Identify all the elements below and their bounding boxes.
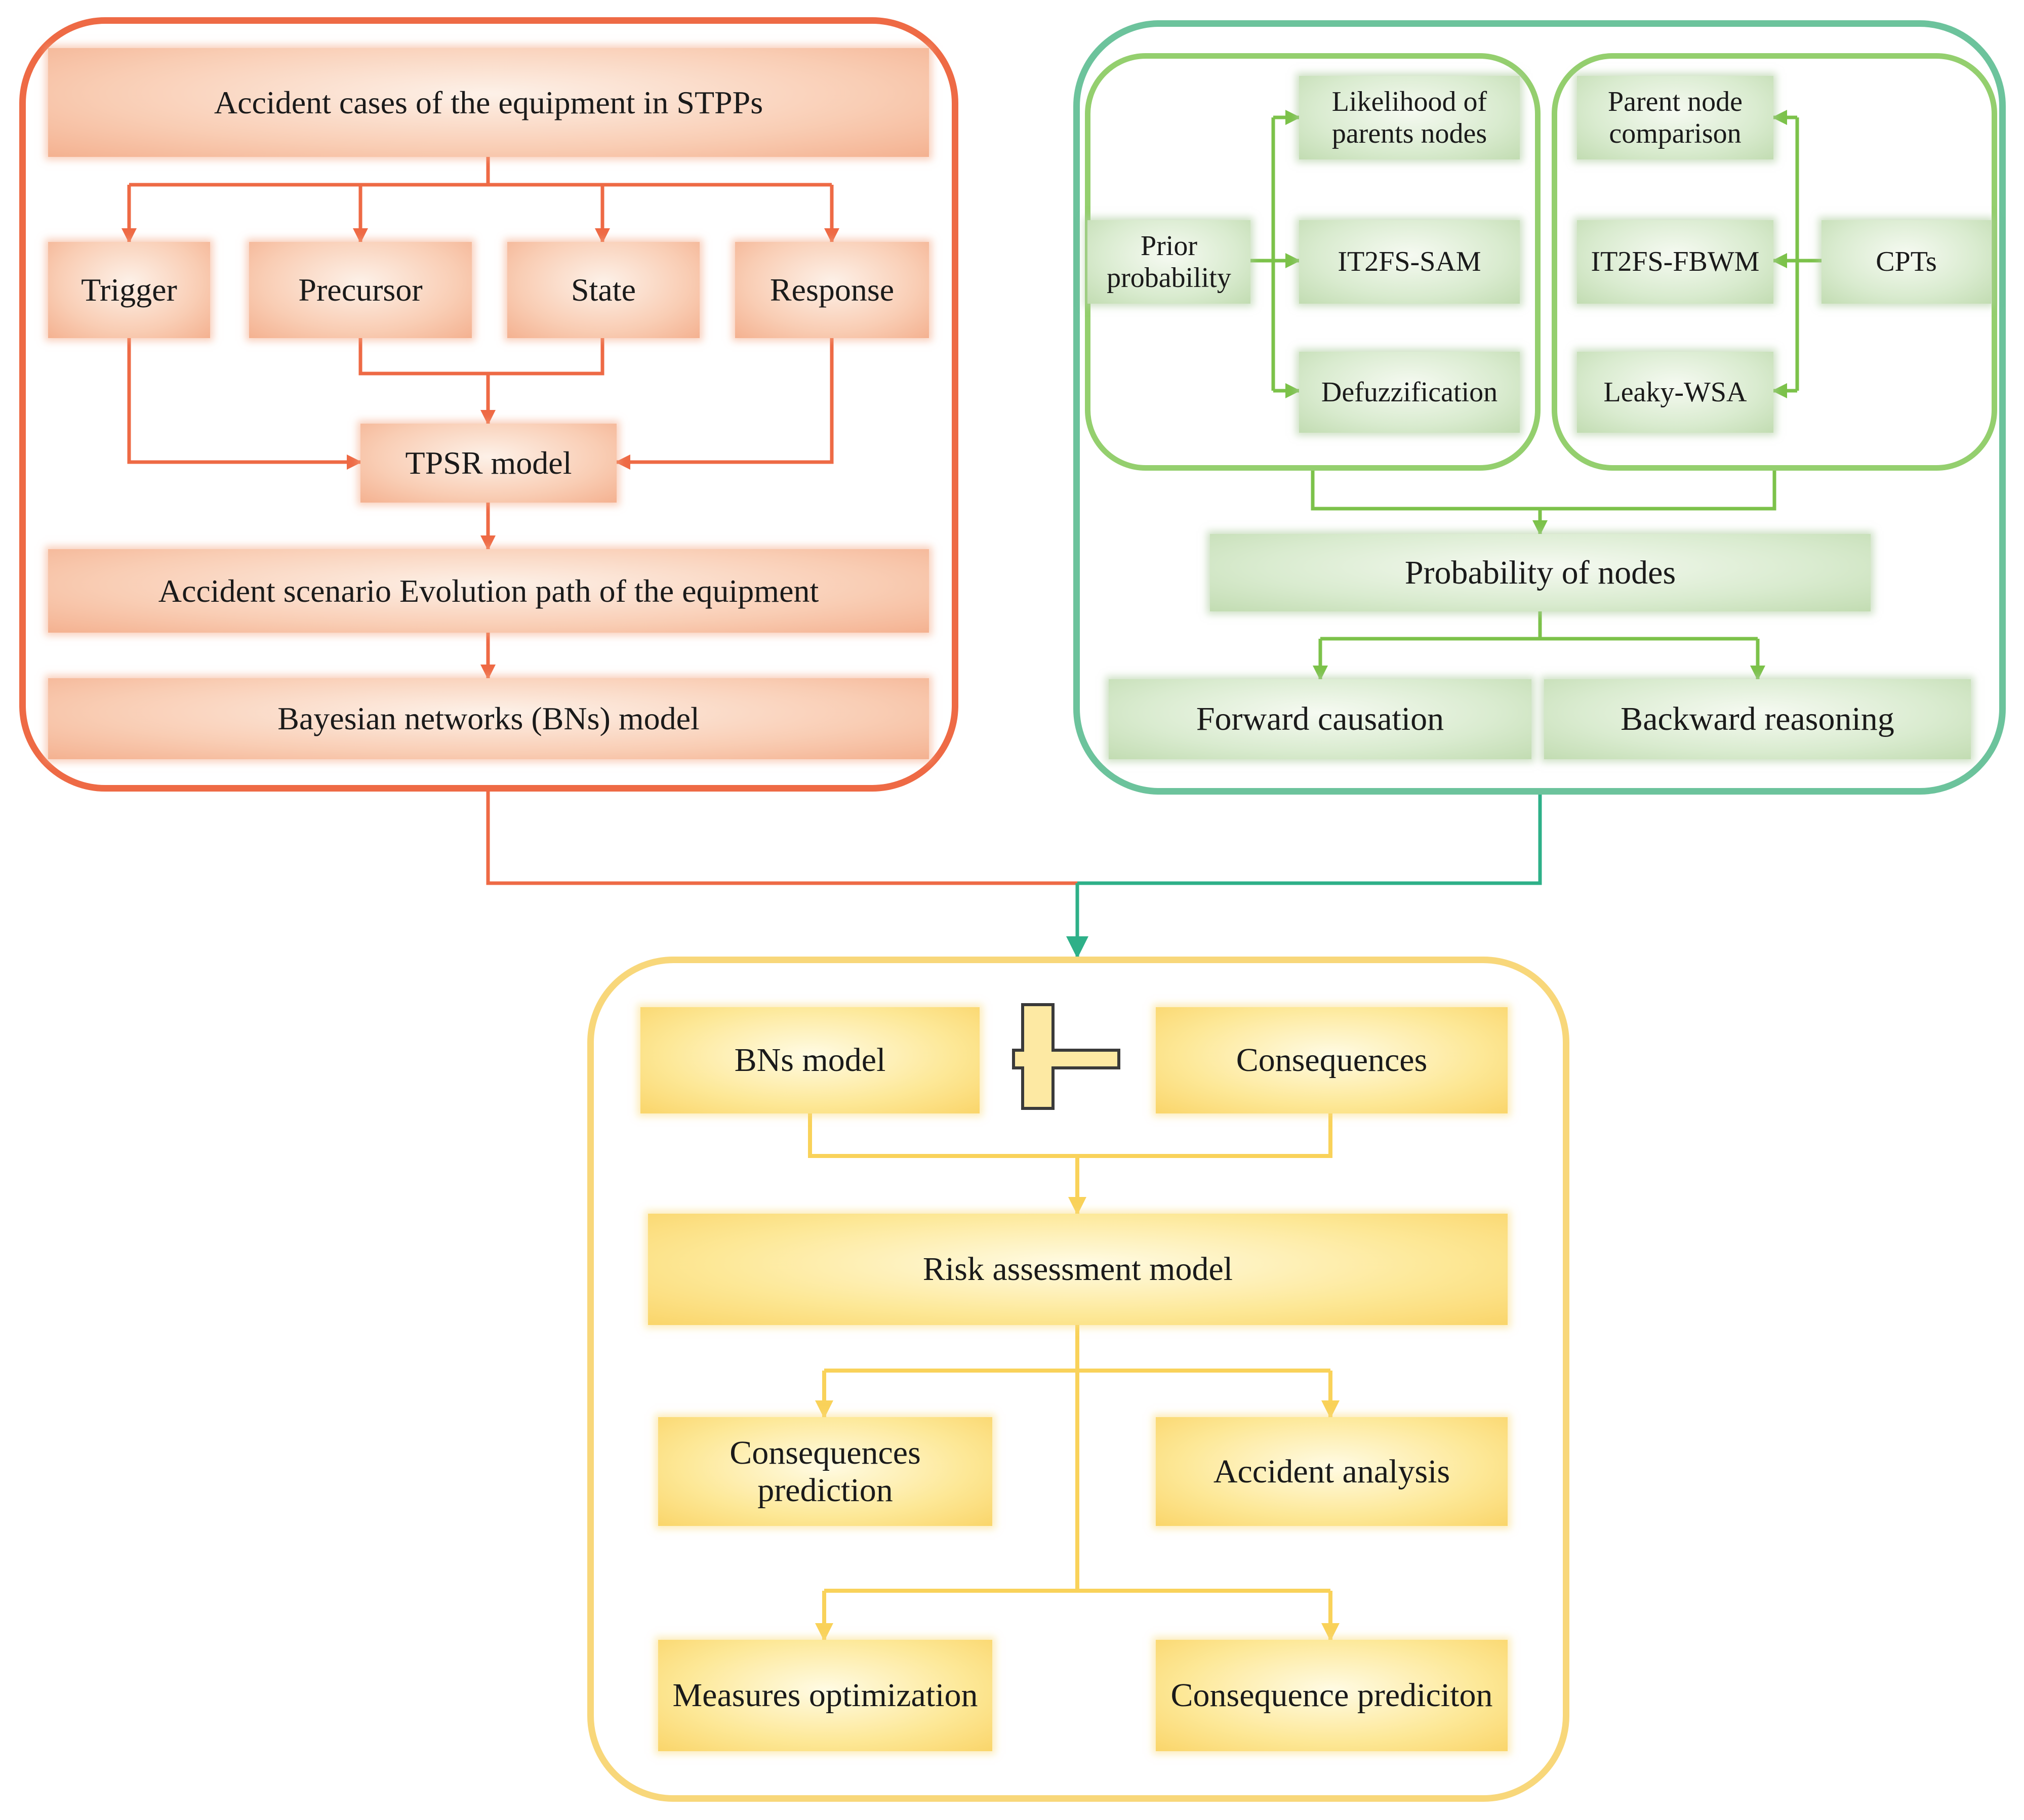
accident-analysis-box: Accident analysis [1156, 1417, 1508, 1526]
consequence-prediciton-box: Consequence prediciton [1156, 1640, 1508, 1751]
measures-optimization-box: Measures optimization [658, 1640, 992, 1751]
prior-probability-box: Prior probability [1087, 220, 1250, 304]
trigger-box: Trigger [48, 242, 210, 338]
plus-icon [1012, 1003, 1120, 1110]
it2fs-fbwm-box: IT2FS-FBWM [1577, 220, 1773, 304]
backward-reasoning-box: Backward reasoning [1544, 679, 1971, 759]
orange-connectors [122, 157, 1077, 885]
tpsr-model-box: TPSR model [360, 424, 617, 503]
yellow-connectors [808, 1113, 1340, 1641]
cpt-subpanel-frame [1552, 53, 1997, 471]
it2fs-sam-box: IT2FS-SAM [1299, 220, 1520, 304]
consequences-prediction-box: Consequences prediction [658, 1417, 992, 1526]
bns-model-box: Bayesian networks (BNs) model [48, 678, 929, 759]
bns-model-input-box: BNs model [640, 1007, 980, 1113]
risk-assessment-model-box: Risk assessment model [648, 1214, 1508, 1325]
evolution-path-box: Accident scenario Evolution path of the … [48, 549, 929, 633]
cpts-box: CPTs [1821, 220, 1991, 304]
accident-cases-box: Accident cases of the equipment in STPPs [48, 48, 929, 157]
forward-causation-box: Forward causation [1109, 679, 1531, 759]
probability-of-nodes-box: Probability of nodes [1210, 534, 1871, 611]
state-box: State [507, 242, 700, 338]
precursor-box: Precursor [249, 242, 472, 338]
defuzzification-box: Defuzzification [1299, 352, 1520, 433]
teal-connectors [1066, 792, 1542, 959]
consequences-input-box: Consequences [1156, 1007, 1508, 1113]
response-box: Response [735, 242, 929, 338]
likelihood-box: Likelihood of parents nodes [1299, 76, 1520, 159]
green-connectors [1250, 110, 1821, 681]
green-panel-frame [1073, 20, 2006, 795]
orange-panel-frame [19, 17, 958, 792]
leaky-wsa-box: Leaky-WSA [1577, 352, 1773, 433]
parent-node-comparison-box: Parent node comparison [1577, 76, 1773, 159]
yellow-panel-frame [587, 957, 1569, 1802]
